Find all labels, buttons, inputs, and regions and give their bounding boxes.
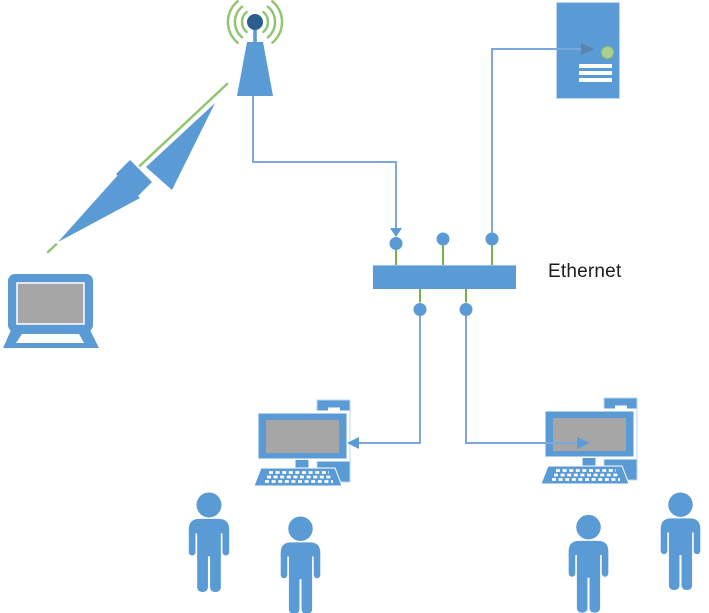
arrowhead-icon	[581, 43, 594, 55]
antenna-icon[interactable]	[195, 0, 315, 100]
bolt-body	[58, 103, 215, 242]
connection-point-dot	[413, 303, 427, 316]
antenna-tower	[237, 42, 273, 96]
arrowhead-icon	[577, 437, 590, 449]
radio-waves-icon	[226, 0, 284, 44]
connector-switch-to-desktop-left[interactable]	[347, 289, 427, 449]
arrowhead-icon	[347, 437, 359, 449]
switch-connection-point-unused	[436, 232, 450, 265]
connection-point-dot	[436, 232, 450, 246]
server-vent-line	[579, 78, 612, 82]
ethernet-switch[interactable]	[373, 265, 516, 289]
connection-point-dot	[459, 303, 473, 316]
laptop-keyboard	[16, 334, 84, 343]
server-led-icon	[601, 46, 614, 59]
server-vent-line	[579, 71, 612, 75]
connector-antenna-to-switch[interactable]	[252, 96, 403, 265]
antenna-top-ball	[247, 14, 263, 30]
antenna-mast	[253, 27, 257, 44]
arrowhead-icon	[390, 228, 402, 237]
connection-point-dot	[389, 237, 403, 250]
connector-switch-to-server[interactable]	[485, 43, 595, 265]
connector-switch-to-desktop-right[interactable]	[459, 289, 591, 449]
laptop-screen	[16, 282, 85, 325]
server-vent-line	[579, 64, 612, 68]
ethernet-label: Ethernet	[548, 261, 622, 282]
laptop-icon[interactable]	[2, 270, 102, 352]
connection-point-dot	[485, 232, 499, 246]
